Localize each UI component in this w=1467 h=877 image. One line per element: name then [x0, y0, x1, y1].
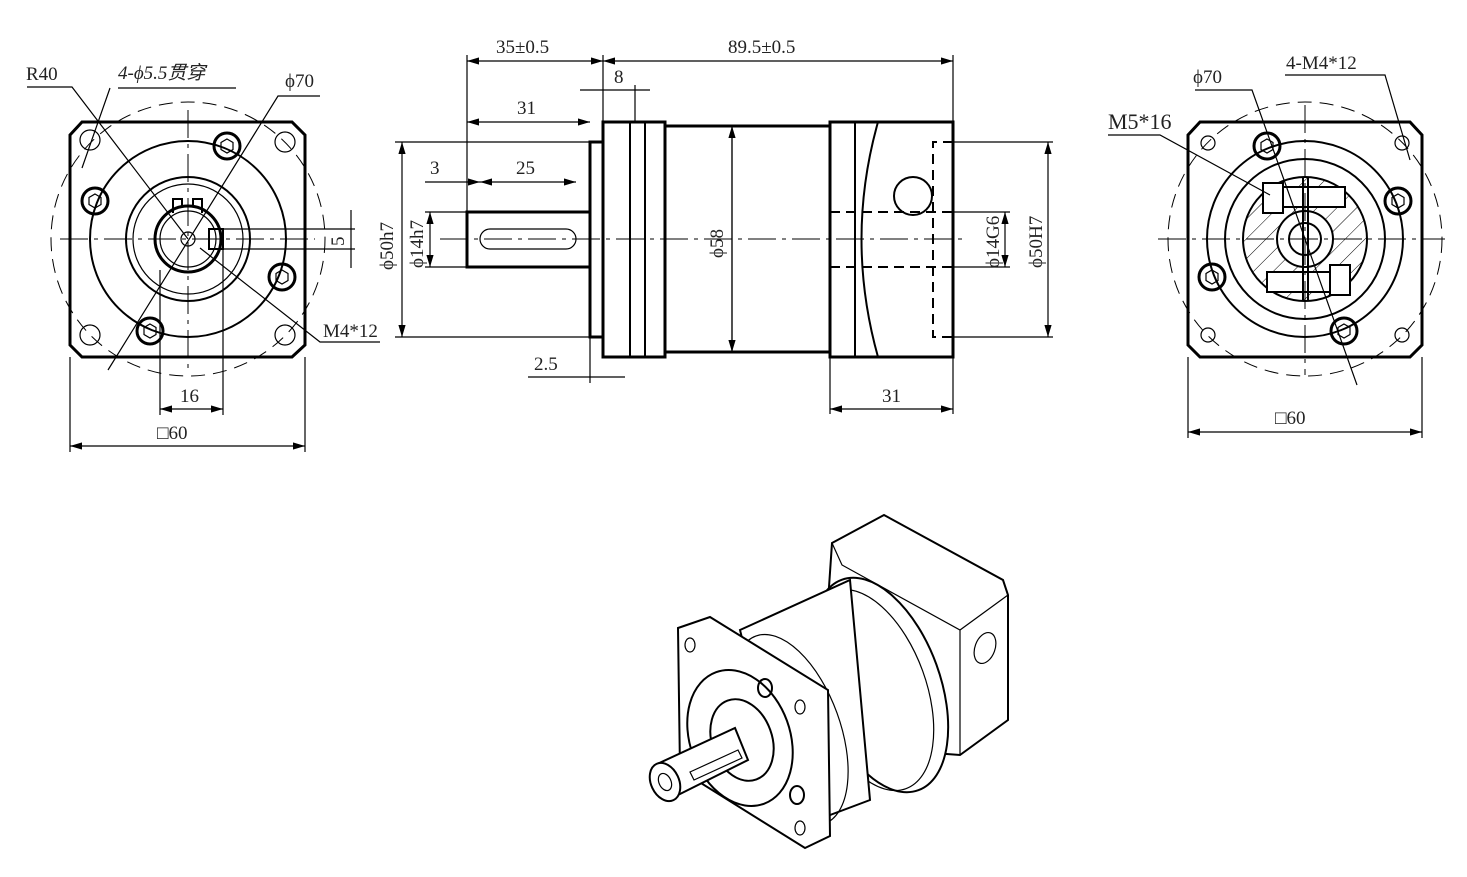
tapped-holes: [1200, 135, 1410, 343]
key-offset-label: 16: [180, 386, 199, 407]
clamp-access-hole: [893, 176, 933, 216]
through-holes: [79, 129, 296, 346]
isometric-view: [648, 513, 1009, 850]
input-pilot-label: ϕ50H7: [1026, 216, 1047, 268]
key-width-label: 5: [328, 237, 349, 247]
r40-circle: [50, 101, 326, 377]
pilot-diameter-label: ϕ50h7: [377, 222, 398, 270]
side-view: 35±0.5 89.5±0.5 8 31 3 25 ϕ50h7 ϕ14h7 ϕ5…: [377, 37, 1053, 414]
radius-label: R40: [26, 64, 58, 85]
flange-thickness-label: 8: [614, 67, 624, 88]
square-label: □60: [157, 423, 187, 444]
rear-square-label: □60: [1275, 408, 1305, 429]
pilot-depth-label: 2.5: [534, 354, 558, 375]
rear-view: ϕ70 4-M4*12 M5*16 □60: [1108, 53, 1445, 438]
shaft-diameter-label: ϕ14h7: [407, 220, 428, 268]
shaft-length-label: 35±0.5: [496, 37, 549, 58]
front-view: R40 4-ϕ5.5贯穿 ϕ70 5 M4*12 16 □60: [26, 62, 380, 452]
screw-label: M4*12: [323, 321, 378, 342]
socket-head-bolts: [80, 131, 297, 346]
key-start-label: 3: [430, 158, 440, 179]
rear-length-label: 31: [882, 386, 901, 407]
flange-square: [68, 120, 307, 359]
key-length-label: 25: [516, 158, 535, 179]
rear-pcd-label: ϕ70: [1193, 67, 1222, 88]
through-holes-label: 4-ϕ5.5贯穿: [118, 62, 208, 84]
clamp-screw-label: M5*16: [1108, 109, 1172, 134]
input-bore-label: ϕ14G6: [983, 216, 1004, 268]
pcd-label: ϕ70: [285, 71, 314, 92]
shaft-key-span-label: 31: [517, 98, 536, 119]
adapter-square: [1186, 120, 1424, 359]
clamp-screw-head: [1262, 182, 1284, 214]
body-diameter-label: ϕ58: [707, 229, 728, 258]
body-length-label: 89.5±0.5: [728, 37, 795, 58]
tapped-holes-label: 4-M4*12: [1286, 53, 1357, 74]
